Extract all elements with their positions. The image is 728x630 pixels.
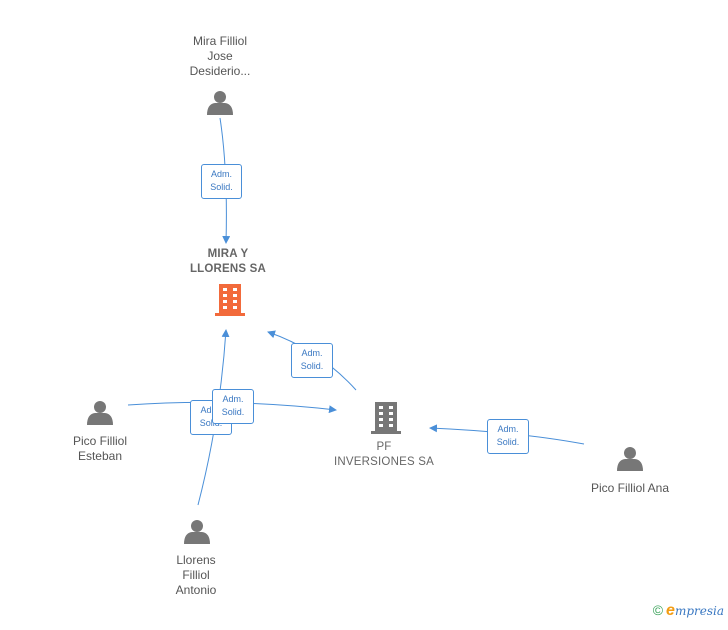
node-label-pico-ana[interactable]: Pico Filliol Ana (590, 481, 670, 495)
relation-box[interactable]: Adm. Solid. (291, 343, 333, 378)
building-icon[interactable] (371, 402, 401, 434)
relation-box[interactable]: Adm. Solid. (487, 419, 529, 454)
copyright-icon: © (652, 602, 664, 618)
brand-logo-initial: e (666, 602, 675, 619)
building-icon[interactable] (215, 284, 245, 316)
person-icon[interactable] (87, 401, 113, 425)
node-label-pico-esteban[interactable]: Pico Filliol Esteban (72, 434, 127, 463)
relation-box[interactable]: Adm. Solid. (190, 400, 232, 435)
person-icon[interactable] (617, 447, 643, 471)
person-icon[interactable] (184, 520, 210, 544)
brand-logo: mpresia (674, 604, 724, 618)
node-label-llorens-antonio[interactable]: Llorens Filliol Antonio (175, 553, 217, 597)
brand-footer: ©empresia (653, 602, 724, 620)
node-label-mira-jose[interactable]: Mira Filliol Jose Desiderio... (189, 34, 251, 78)
relation-box[interactable]: Adm. Solid. (212, 389, 254, 424)
node-label-pf-inversiones[interactable]: PF INVERSIONES SA (334, 441, 434, 468)
person-icon[interactable] (207, 91, 233, 115)
relation-box[interactable]: Adm. Solid. (201, 164, 242, 199)
node-label-mira-llorens[interactable]: MIRA Y LLORENS SA (189, 248, 267, 275)
